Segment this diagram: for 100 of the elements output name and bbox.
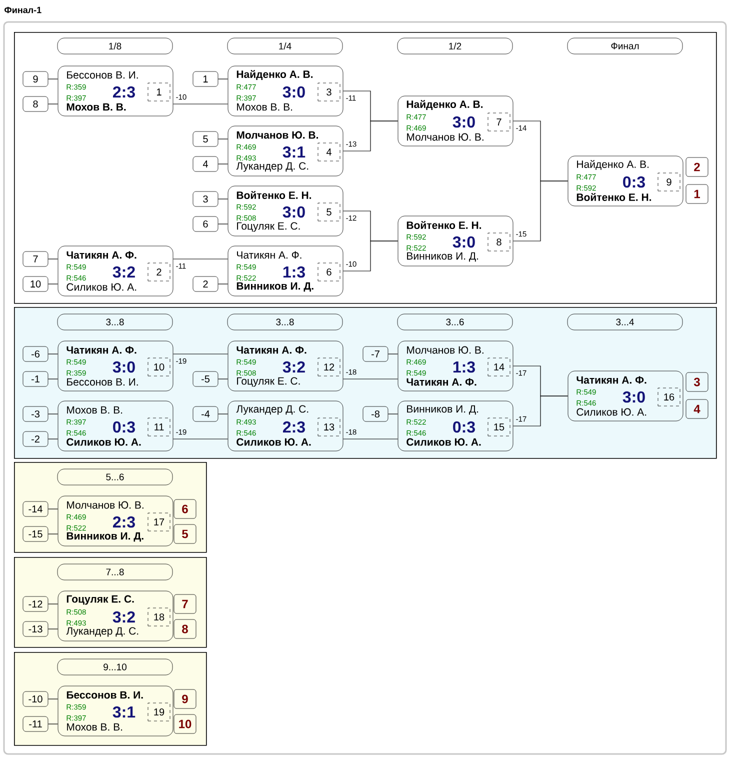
seed-box: 8 bbox=[22, 96, 48, 112]
match-score: 3:0 bbox=[452, 236, 475, 248]
match-number-box: 11 bbox=[148, 418, 170, 436]
match-score: 3:2 bbox=[282, 361, 305, 373]
player-name: Мохов В. В. bbox=[67, 406, 122, 414]
seed-box: 1 bbox=[192, 71, 218, 87]
player-name: Лукандер Д. С. bbox=[236, 405, 308, 415]
player-name: Чатикян А. Ф. bbox=[576, 376, 646, 384]
bracket-line bbox=[48, 378, 58, 380]
bracket-line bbox=[512, 396, 568, 426]
match-number-box: 18 bbox=[148, 608, 170, 626]
match-number-box: 2 bbox=[148, 262, 170, 282]
seed-box: 2 bbox=[192, 276, 218, 292]
place-box: 4 bbox=[686, 399, 708, 419]
player-name: Силиков Ю. А. bbox=[406, 438, 481, 446]
player-name: Мохов В. В. bbox=[67, 723, 122, 731]
bracket-line bbox=[342, 438, 398, 440]
bracket-line bbox=[172, 438, 228, 440]
player-name: Бессонов В. И. bbox=[67, 71, 138, 79]
match-score: 0:3 bbox=[623, 176, 645, 188]
seed-box: 10 bbox=[22, 276, 48, 292]
place-box: 9 bbox=[174, 689, 196, 709]
round-header: 3...4 bbox=[567, 314, 683, 330]
player-name: Мохов В. В. bbox=[237, 103, 292, 111]
player-name: Войтенко Е. Н. bbox=[576, 193, 652, 201]
bracket-line bbox=[218, 378, 228, 380]
match-number-box: 19 bbox=[148, 702, 170, 722]
player-name: Найденко А. В. bbox=[406, 100, 483, 110]
seed-box: 7 bbox=[22, 251, 48, 267]
bracket-line bbox=[172, 258, 228, 260]
match-score: 3:2 bbox=[112, 611, 135, 623]
match-number-box: 8 bbox=[488, 232, 510, 252]
match-score: 0:3 bbox=[113, 421, 135, 433]
player-name: Винников И. Д. bbox=[66, 532, 144, 542]
seed-box: -7 bbox=[362, 346, 388, 362]
place-box: 3 bbox=[686, 372, 708, 392]
player-name: Молчанов Ю. В. bbox=[67, 501, 144, 509]
match-number-box: 14 bbox=[488, 358, 510, 376]
match-score: 3:2 bbox=[112, 266, 135, 278]
seed-box: -1 bbox=[22, 371, 48, 387]
bracket-line bbox=[512, 180, 568, 242]
player-name: Бессонов В. И. bbox=[67, 378, 138, 386]
place-box: 10 bbox=[174, 714, 196, 734]
seed-box: -13 bbox=[22, 621, 48, 637]
player-name: Молчанов Ю. В. bbox=[236, 131, 318, 139]
match-score: 2:3 bbox=[112, 516, 135, 528]
bracket-line bbox=[48, 258, 58, 260]
player-name: Войтенко Е. Н. bbox=[236, 191, 312, 199]
seed-box: 6 bbox=[192, 216, 218, 232]
player-name: Бессонов В. И. bbox=[66, 691, 143, 699]
match-score: 3:0 bbox=[622, 391, 645, 403]
match-number-box: 1 bbox=[148, 82, 170, 102]
player-name: Винников И. Д. bbox=[236, 282, 314, 292]
bracket-line bbox=[218, 198, 228, 200]
seed-box: 5 bbox=[192, 131, 218, 147]
match-number-box: 16 bbox=[658, 388, 680, 406]
player-name: Гоцуляк Е. С. bbox=[66, 595, 134, 605]
round-header: 3...8 bbox=[227, 314, 343, 330]
match-number-box: 17 bbox=[148, 512, 170, 532]
player-name: Лукандер Д. С. bbox=[236, 162, 308, 172]
player-name: Чатикян А. Ф. bbox=[66, 346, 136, 354]
player-name: Молчанов Ю. В. bbox=[407, 346, 484, 354]
seed-box: -14 bbox=[22, 501, 48, 517]
player-name: Силиков Ю. А. bbox=[66, 283, 136, 291]
player-name: Чатикян А. Ф. bbox=[66, 251, 136, 259]
match-number-box: 9 bbox=[658, 172, 680, 192]
player-name: Молчанов Ю. В. bbox=[407, 133, 484, 141]
round-header: 7...8 bbox=[57, 564, 173, 580]
place-box: 1 bbox=[686, 184, 708, 204]
player-name: Мохов В. В. bbox=[66, 103, 126, 111]
round-header: 1/4 bbox=[227, 38, 343, 54]
title: Финал-1 bbox=[4, 6, 42, 14]
player-name: Чатикян А. Ф. bbox=[236, 346, 306, 354]
bracket-line bbox=[48, 78, 58, 80]
round-header: 9...10 bbox=[57, 658, 173, 676]
bracket-line bbox=[342, 240, 398, 272]
match-score: 1:3 bbox=[453, 361, 475, 373]
seed-box: -5 bbox=[192, 371, 218, 387]
match-number-box: 7 bbox=[488, 112, 510, 132]
round-header: 1/2 bbox=[397, 38, 513, 54]
match-score: 2:3 bbox=[112, 86, 135, 98]
round-header: 5...6 bbox=[57, 468, 173, 486]
match-number-box: 10 bbox=[148, 358, 170, 376]
match-number-box: 15 bbox=[488, 418, 510, 436]
player-name: Силиков Ю. А. bbox=[236, 438, 311, 446]
match-number-box: 5 bbox=[318, 202, 340, 222]
seed-box: -15 bbox=[22, 526, 48, 542]
seed-box: -6 bbox=[22, 346, 48, 362]
seed-box: -12 bbox=[22, 596, 48, 612]
bracket-line bbox=[48, 508, 58, 510]
round-header: Финал bbox=[567, 38, 683, 54]
match-score: 3:1 bbox=[282, 146, 306, 158]
round-header: 1/8 bbox=[57, 38, 173, 54]
match-number-box: 4 bbox=[318, 142, 340, 162]
bracket-line bbox=[218, 138, 228, 140]
bracket-line bbox=[342, 120, 398, 152]
bracket-line bbox=[48, 438, 58, 440]
match-score: 3:0 bbox=[282, 206, 305, 218]
seed-box: -3 bbox=[22, 406, 48, 422]
match-score: 3:0 bbox=[452, 116, 475, 128]
